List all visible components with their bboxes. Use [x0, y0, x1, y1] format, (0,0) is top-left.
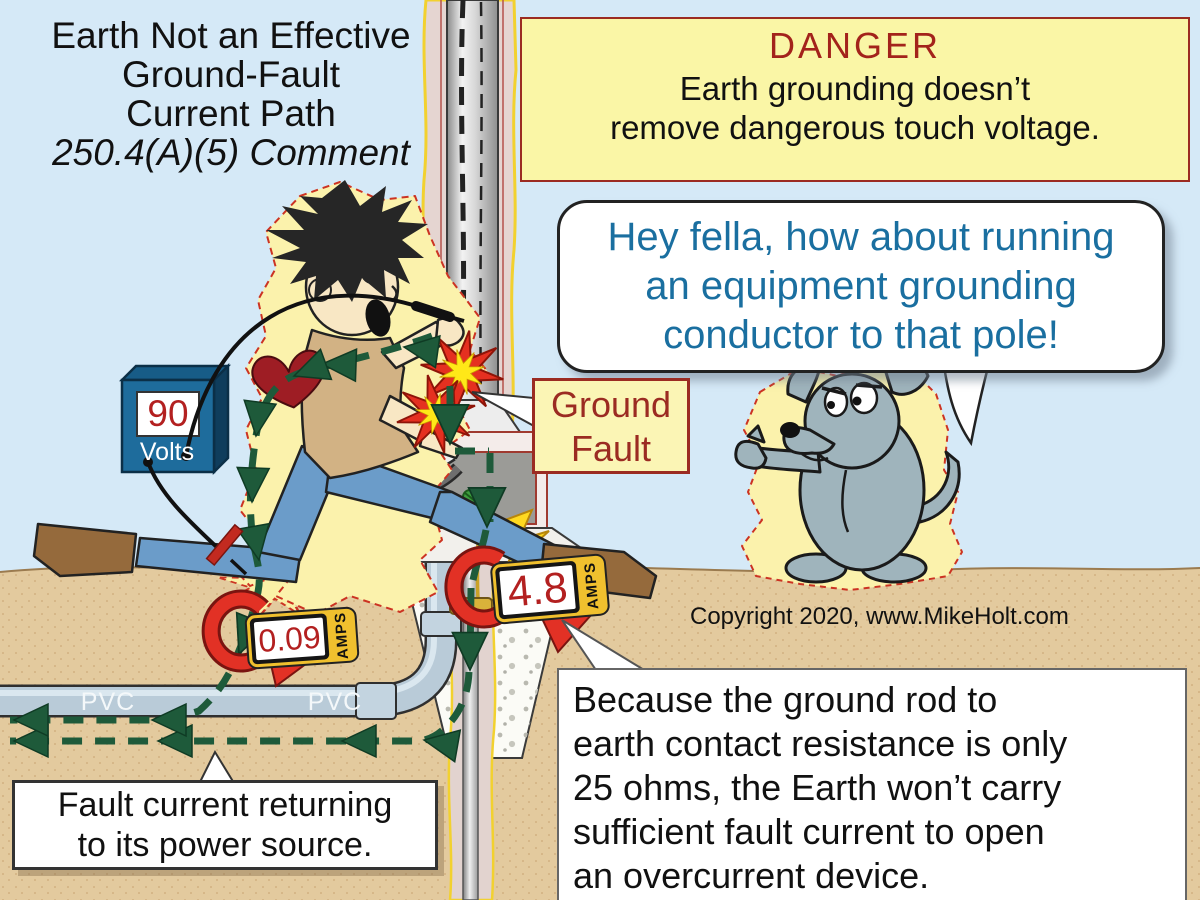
ground-fault-line: Fault	[570, 428, 652, 469]
clamp-meter-rod-reading: 4.8	[499, 563, 576, 616]
clamp-meter-earth: 0.09 AMPS	[244, 606, 360, 670]
danger-text-line: Earth grounding doesn’t	[679, 70, 1031, 107]
caption-line: sufficient fault current to open	[573, 811, 1045, 852]
callout-pointers	[195, 391, 658, 789]
pvc-conduit-label: PVC	[307, 688, 363, 716]
dog-tail	[916, 450, 961, 524]
dog-nose	[780, 422, 800, 438]
clamp-meter-earth-reading: 0.09	[253, 617, 326, 661]
voltmeter-reading: 90	[147, 393, 189, 434]
caption-fault-current: Fault current returning to its power sou…	[12, 780, 438, 870]
caption-line: an overcurrent device.	[573, 855, 930, 896]
danger-warning-box: DANGER Earth grounding doesn’t remove da…	[520, 17, 1190, 182]
boot	[32, 522, 138, 578]
voltmeter-box	[118, 362, 232, 476]
dog-figure	[734, 359, 963, 591]
test-probe-red	[205, 523, 244, 567]
speech-bubble: Hey fella, how about running an equipmen…	[557, 200, 1165, 373]
spiky-hair	[266, 180, 428, 302]
dog-paw	[734, 439, 768, 470]
fault-current-arrows-body	[10, 332, 434, 724]
caption-line: Because the ground rod to	[573, 679, 998, 720]
electrician-figure	[32, 180, 658, 615]
caption-line: earth contact resistance is only	[573, 723, 1068, 764]
test-probe	[411, 301, 455, 322]
pvc-conduit-label: PVC	[80, 688, 136, 716]
open-mouth	[365, 299, 391, 337]
voltmeter-unit: Volts	[139, 438, 195, 466]
meter-bezel: 0.09	[249, 613, 330, 665]
clamp-meter-earth-unit: AMPS	[331, 611, 353, 660]
test-leads	[146, 293, 465, 576]
title-line: Earth Not an Effective	[51, 15, 411, 56]
diagram-title: Earth Not an Effective Ground-Fault Curr…	[8, 16, 454, 172]
speech-line: an equipment grounding	[645, 264, 1077, 308]
ground-fault-label: Ground Fault	[532, 378, 690, 474]
title-code-reference: 250.4(A)(5) Comment	[52, 132, 410, 173]
caption-line: to its power source.	[77, 826, 373, 864]
pvc-conduit	[0, 558, 462, 720]
ground-fault-line: Ground	[550, 384, 672, 425]
conduit-coupling-vertical	[420, 611, 462, 637]
copyright-text: Copyright 2020, www.MikeHolt.com	[690, 603, 1069, 630]
speech-bubble-tail	[940, 350, 994, 447]
caption-line: Fault current returning	[57, 786, 393, 824]
clamp-meter-rod-unit: AMPS	[581, 561, 603, 610]
conduit-coupling-horizontal	[355, 682, 397, 720]
speech-line: conductor to that pole!	[663, 313, 1059, 357]
caption-line: 25 ohms, the Earth won’t carry	[573, 767, 1062, 808]
title-line: Ground-Fault	[122, 54, 340, 95]
title-line: Current Path	[126, 93, 336, 134]
speech-line: Hey fella, how about running	[607, 215, 1115, 259]
danger-heading: DANGER	[768, 25, 942, 66]
danger-text-line: remove dangerous touch voltage.	[610, 109, 1100, 146]
caption-ground-rod-resistance: Because the ground rod to earth contact …	[557, 668, 1187, 900]
meter-bezel: 4.8	[494, 560, 581, 620]
clamp-meter-rod: 4.8 AMPS	[489, 553, 611, 625]
